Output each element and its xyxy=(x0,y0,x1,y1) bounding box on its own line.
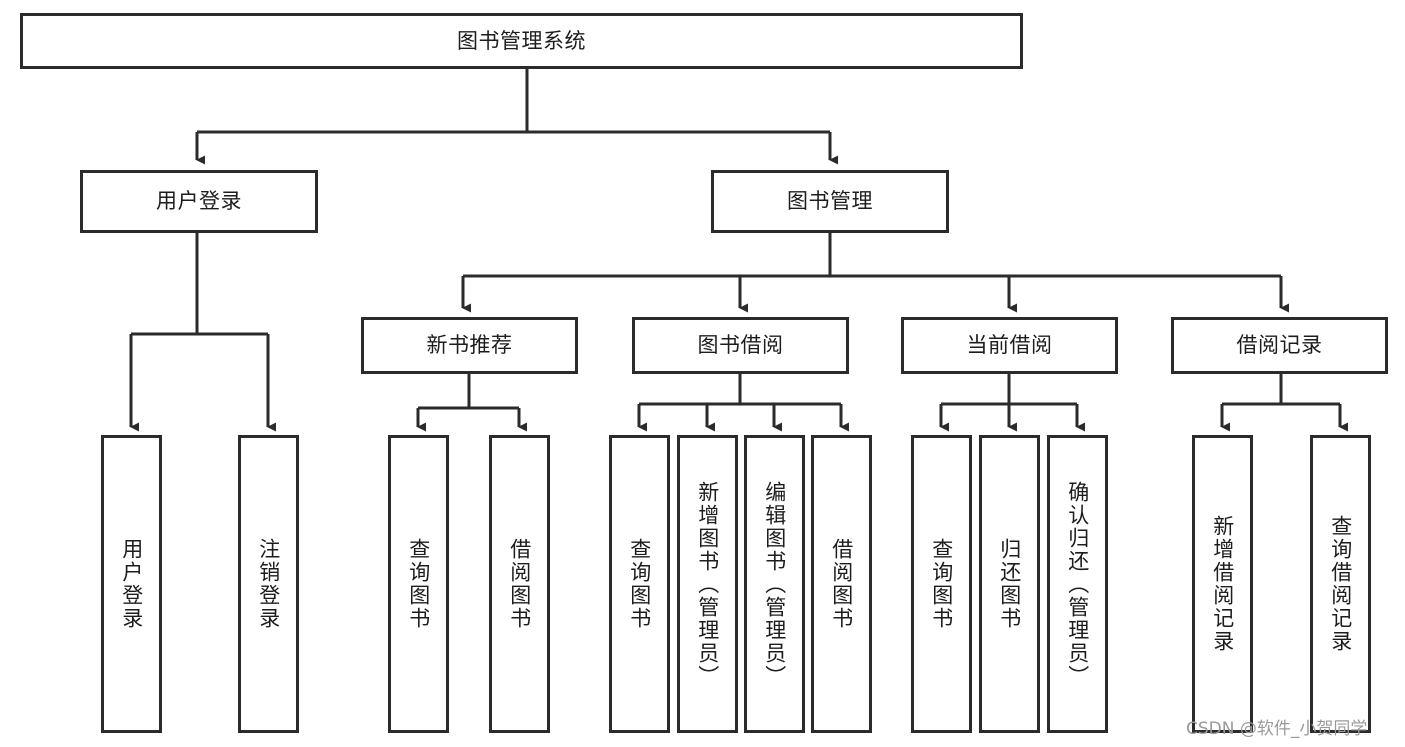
node-borrow-record-label: 借阅记录 xyxy=(1236,333,1323,358)
node-leaf-bb-edit-book-admin-label: 编辑图书（管理员） xyxy=(762,480,787,688)
node-leaf-nb-borrow-book-label: 借阅图书 xyxy=(507,538,532,630)
node-root-label: 图书管理系统 xyxy=(457,28,586,53)
node-leaf-bb-edit-book-admin[interactable]: 编辑图书（管理员） xyxy=(744,435,805,733)
node-book-borrow-label: 图书借阅 xyxy=(697,333,784,358)
node-leaf-nb-query-book-label: 查询图书 xyxy=(406,538,431,630)
node-leaf-cb-query-book-label: 查询图书 xyxy=(929,538,954,630)
node-leaf-bb-query-book-label: 查询图书 xyxy=(627,538,652,630)
node-leaf-cb-confirm-return-admin-label: 确认归还（管理员） xyxy=(1065,480,1090,688)
node-new-book-recommend[interactable]: 新书推荐 xyxy=(361,317,578,374)
node-leaf-br-add-record[interactable]: 新增借阅记录 xyxy=(1192,435,1253,733)
node-leaf-user-login[interactable]: 用户登录 xyxy=(101,435,162,733)
node-user-login-label: 用户登录 xyxy=(156,189,242,214)
node-book-manage[interactable]: 图书管理 xyxy=(711,170,949,233)
node-leaf-nb-borrow-book[interactable]: 借阅图书 xyxy=(489,435,550,733)
node-leaf-cb-return-book[interactable]: 归还图书 xyxy=(979,435,1040,733)
node-borrow-record[interactable]: 借阅记录 xyxy=(1171,317,1388,374)
node-leaf-bb-add-book-admin-label: 新增图书（管理员） xyxy=(695,480,720,688)
node-new-book-recommend-label: 新书推荐 xyxy=(426,333,513,358)
node-leaf-nb-query-book[interactable]: 查询图书 xyxy=(388,435,449,733)
node-leaf-bb-borrow-book[interactable]: 借阅图书 xyxy=(811,435,872,733)
node-leaf-cb-return-book-label: 归还图书 xyxy=(997,538,1022,630)
node-current-borrow[interactable]: 当前借阅 xyxy=(901,317,1118,374)
node-leaf-br-add-record-label: 新增借阅记录 xyxy=(1210,515,1235,653)
node-leaf-bb-borrow-book-label: 借阅图书 xyxy=(829,538,854,630)
node-book-borrow[interactable]: 图书借阅 xyxy=(632,317,849,374)
node-leaf-br-query-record-label: 查询借阅记录 xyxy=(1328,515,1353,653)
watermark-text: CSDN @软件_小贺同学 xyxy=(1186,719,1368,739)
node-leaf-user-login-label: 用户登录 xyxy=(119,538,144,630)
node-user-login[interactable]: 用户登录 xyxy=(80,170,318,233)
node-leaf-bb-query-book[interactable]: 查询图书 xyxy=(609,435,670,733)
node-leaf-logout-label: 注销登录 xyxy=(256,538,281,630)
node-leaf-logout[interactable]: 注销登录 xyxy=(238,435,299,733)
node-current-borrow-label: 当前借阅 xyxy=(966,333,1053,358)
node-book-manage-label: 图书管理 xyxy=(787,189,873,214)
node-leaf-cb-query-book[interactable]: 查询图书 xyxy=(911,435,972,733)
node-leaf-cb-confirm-return-admin[interactable]: 确认归还（管理员） xyxy=(1047,435,1108,733)
node-root-library-system[interactable]: 图书管理系统 xyxy=(20,13,1023,69)
node-leaf-br-query-record[interactable]: 查询借阅记录 xyxy=(1310,435,1371,733)
node-leaf-bb-add-book-admin[interactable]: 新增图书（管理员） xyxy=(677,435,738,733)
